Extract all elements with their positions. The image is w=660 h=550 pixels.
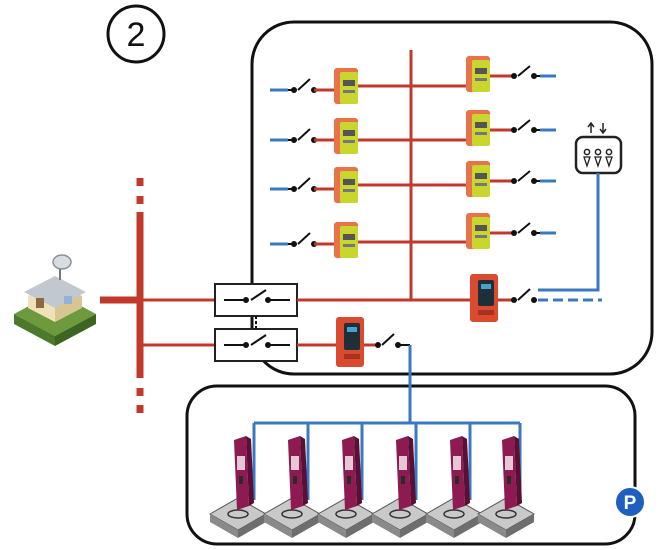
distribution-cabinet-icon xyxy=(336,317,364,367)
left-meter-row xyxy=(270,68,358,258)
parking-sign-icon: P xyxy=(614,486,646,518)
ev-charging-station-icon xyxy=(476,436,536,538)
network-communication-icon xyxy=(574,121,623,175)
ev-charging-station-icon xyxy=(208,436,268,538)
right-meter-row xyxy=(466,56,556,249)
electric-meter-icon xyxy=(466,56,490,92)
ev-charging-station-icon xyxy=(424,436,484,538)
parking-sign-label: P xyxy=(624,493,637,514)
network-signal-line xyxy=(538,173,600,292)
electric-meter-icon xyxy=(466,213,490,249)
building-distribution xyxy=(297,50,472,302)
distribution-cabinet-icon xyxy=(470,274,498,322)
ev-charging-station-icon xyxy=(316,436,376,538)
electric-meter-icon xyxy=(334,118,358,154)
main-breaker-building xyxy=(214,283,298,317)
electric-meter-icon xyxy=(466,110,490,146)
house-with-satellite-dish-icon xyxy=(14,254,96,346)
ev-charging-stations xyxy=(208,436,536,538)
main-breaker-parking xyxy=(214,328,298,362)
electric-meter-icon xyxy=(334,167,358,203)
ev-charging-station-icon xyxy=(262,436,322,538)
ev-charging-station-icon xyxy=(370,436,430,538)
electric-meter-icon xyxy=(334,68,358,104)
electric-meter-icon xyxy=(334,222,358,258)
electric-meter-icon xyxy=(466,161,490,197)
building-enclosure xyxy=(250,20,654,376)
step-number: 2 xyxy=(127,16,146,54)
step-number-badge: 2 xyxy=(106,4,166,64)
